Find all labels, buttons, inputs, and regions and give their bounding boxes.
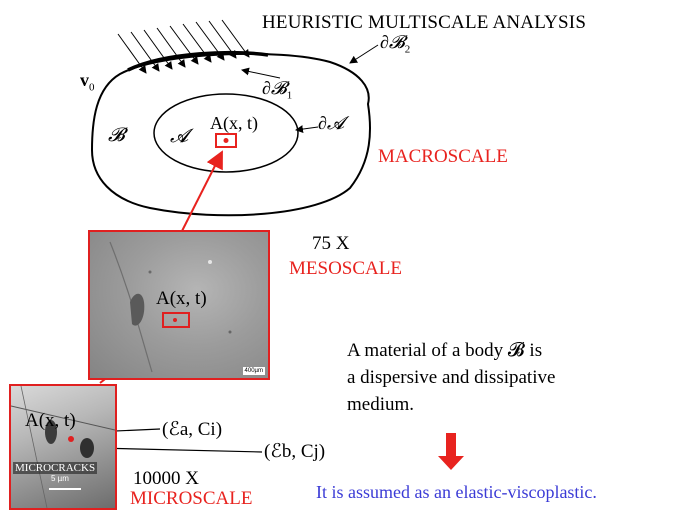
body-symbol: 𝓑 [108,125,125,146]
macro-point-label: A(x, t) [210,113,258,133]
region-boundary-pointer [295,125,319,134]
micro-magnification: 10000 X [133,468,199,489]
meso-point-label: A(x, t) [156,288,207,309]
meso-to-macro-arrow [181,150,223,232]
micro-point-label: A(x, t) [25,410,76,431]
boundary-1-pointer [241,67,281,79]
boundary-2-label: ∂𝓑2 [380,32,411,56]
description-line-1: A material of a body 𝓑 is [347,340,543,361]
description-line-2: a dispersive and dissipative [347,367,556,388]
meso-scale-bar: 400µm [242,367,265,375]
description-line-3: medium. [347,394,415,415]
boundary-2-pointer [349,44,379,64]
macro-point-box [215,133,237,148]
conclusion-arrow [438,433,464,470]
meso-point-dot [173,318,177,322]
body-outline [90,52,372,217]
diagram-title: HEURISTIC MULTISCALE ANALYSIS [262,12,587,33]
mesoscale-micrograph: A(x, t) 400µm [88,230,270,380]
micro-scale-bar-line [49,488,81,490]
region-boundary-label: ∂𝓐 [318,113,345,133]
micro-texture [11,386,115,508]
crack-a-label: (ℰa, Ci) [162,419,223,440]
crack-b-pointer [94,443,263,454]
microscale-label: MICROSCALE [130,488,253,509]
macro-point-dot [223,138,229,143]
boundary-1-label: ∂𝓑1 [262,78,293,102]
macroscale-label: MACROSCALE [378,146,508,167]
boundary-1-segment [127,50,269,72]
microcracks-label: MICROCRACKS [13,462,98,474]
meso-point-box [162,312,190,328]
crack-b-label: (ℰb, Cj) [264,441,326,462]
meso-texture [109,241,232,373]
microscale-micrograph: A(x, t) MICROCRACKS 5 µm [9,384,117,510]
meso-magnification: 75 X [312,233,350,254]
initial-velocity-label: v0 [80,70,95,94]
conclusion-text: It is assumed as an elastic-viscoplastic… [316,482,597,502]
region-symbol: 𝓐 [170,126,189,147]
mesoscale-label: MESOSCALE [289,258,402,279]
micro-scale-bar-label: 5 µm [51,474,69,483]
